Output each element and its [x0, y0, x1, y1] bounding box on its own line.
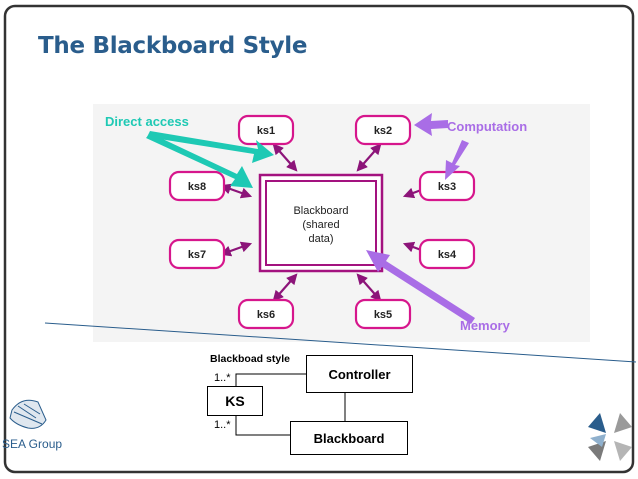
uml-multiplicity-top: 1..*: [214, 372, 231, 384]
connector-ks5: [356, 273, 382, 302]
computation-arrow-ks3: [445, 140, 469, 180]
ks2-node: ks2: [354, 114, 412, 146]
pinwheel-logo-icon: [588, 413, 632, 461]
ks5-label: ks5: [374, 309, 392, 321]
uml-ks-box: KS: [207, 386, 263, 416]
uml-ks-label: KS: [225, 393, 245, 409]
ks1-node: ks1: [237, 114, 295, 146]
direct-access-arrows: [146, 131, 274, 188]
connector-ks7: [219, 241, 253, 257]
ks1-label: ks1: [257, 125, 275, 137]
uml-controller-box: Controller: [306, 355, 413, 393]
ks1-box: [237, 114, 295, 146]
uml-blackboard-label: Blackboard: [313, 430, 385, 446]
memory-label: Memory: [460, 318, 511, 333]
uml-diagram-label: Blackboad style: [210, 353, 290, 365]
slide-title: The Blackboard Style: [38, 33, 308, 59]
computation-arrows: [414, 113, 469, 180]
uml-blackboard-box: Blackboard: [290, 421, 408, 455]
blackboard-center: Blackboard (shared data): [258, 173, 384, 273]
ks8-box: [168, 170, 226, 202]
ks6-label: ks6: [257, 309, 275, 321]
sea-group-label: SEA Group: [2, 437, 63, 451]
knowledge-sources: ks1 ks2 ks3 ks4 ks5 ks6 ks7 ks8: [168, 114, 476, 330]
direct-access-arrow-center: [146, 133, 253, 188]
uml-connectors: [235, 373, 346, 436]
sea-group-logo-icon: [9, 399, 47, 429]
memory-arrow: [366, 250, 475, 324]
computation-label: Computation: [447, 119, 527, 134]
uml-controller-label: Controller: [328, 366, 391, 382]
blackboard-inner-border: [265, 180, 377, 266]
connector-ks6: [272, 273, 298, 302]
ks7-label: ks7: [188, 249, 206, 261]
ks3-label: ks3: [438, 181, 456, 193]
direct-access-arrow-ks1: [147, 131, 274, 163]
computation-arrow-ks2: [414, 113, 448, 136]
blackboard-outer-border: [258, 173, 384, 273]
ks7-node: ks7: [168, 238, 226, 270]
blackboard-line-1: Blackboard: [293, 205, 348, 217]
ks4-node: ks4: [418, 238, 476, 270]
blackboard-line-3: data): [308, 233, 333, 245]
ks6-node: ks6: [237, 298, 295, 330]
direct-access-label: Direct access: [105, 114, 189, 129]
ks6-box: [237, 298, 295, 330]
ks2-label: ks2: [374, 125, 392, 137]
decorative-line: [44, 322, 637, 363]
uml-multiplicity-bottom: 1..*: [214, 419, 231, 431]
ks8-node: ks8: [168, 170, 226, 202]
connector-ks1: [272, 143, 298, 172]
ks5-node: ks5: [354, 298, 412, 330]
ks4-box: [418, 238, 476, 270]
ks4-label: ks4: [438, 249, 457, 261]
ks7-box: [168, 238, 226, 270]
connector-ks2: [356, 143, 382, 172]
connector-ks8: [219, 183, 253, 199]
uml-ks-controller-link: [235, 373, 306, 386]
blackboard-line-2: (shared: [302, 219, 339, 231]
ks2-box: [354, 114, 412, 146]
uml-ks-blackboard-link: [235, 416, 290, 436]
ks5-box: [354, 298, 412, 330]
ks8-label: ks8: [188, 181, 206, 193]
